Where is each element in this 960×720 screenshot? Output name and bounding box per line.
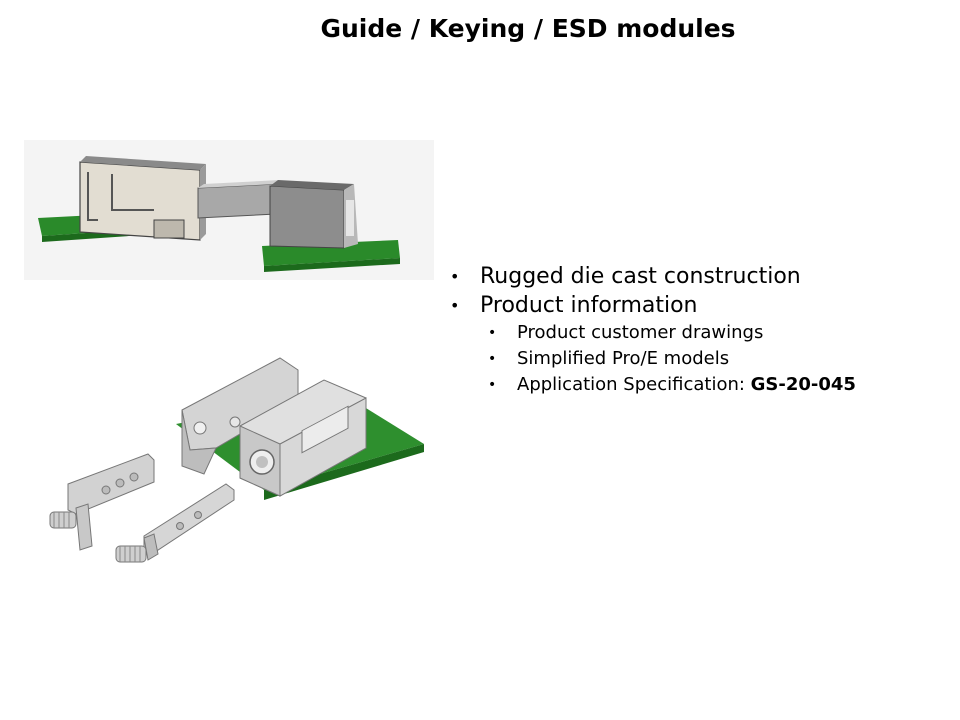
bullet-dot-icon: • <box>488 325 497 341</box>
bullet-dot-icon: • <box>488 351 497 367</box>
title-area: Guide / Keying / ESD modules <box>0 0 960 60</box>
guide-module-side-view <box>24 140 434 280</box>
spec-number: GS-20-045 <box>750 374 856 395</box>
bullet-text: Product information <box>480 293 698 318</box>
bullet-dot-icon: • <box>450 267 460 286</box>
bullet-dot-icon: • <box>450 296 460 315</box>
sub-bullet-item: • Application Specification: GS-20-045 <box>448 372 948 398</box>
bullet-dot-icon: • <box>488 377 497 393</box>
bullet-item: • Rugged die cast construction <box>448 262 948 291</box>
bullet-list: • Rugged die cast construction • Product… <box>448 262 948 398</box>
sub-bullet-text: Application Specification: <box>517 374 751 395</box>
sub-bullet-item: • Product customer drawings <box>448 320 948 346</box>
bullet-item: • Product information <box>448 291 948 320</box>
sub-bullet-text: Simplified Pro/E models <box>517 348 730 369</box>
slide-title: Guide / Keying / ESD modules <box>320 14 736 43</box>
sub-bullet-text: Product customer drawings <box>517 322 764 343</box>
sub-bullet-item: • Simplified Pro/E models <box>448 346 948 372</box>
guide-module-exploded-view <box>40 340 440 580</box>
bullet-text: Rugged die cast construction <box>480 264 801 289</box>
